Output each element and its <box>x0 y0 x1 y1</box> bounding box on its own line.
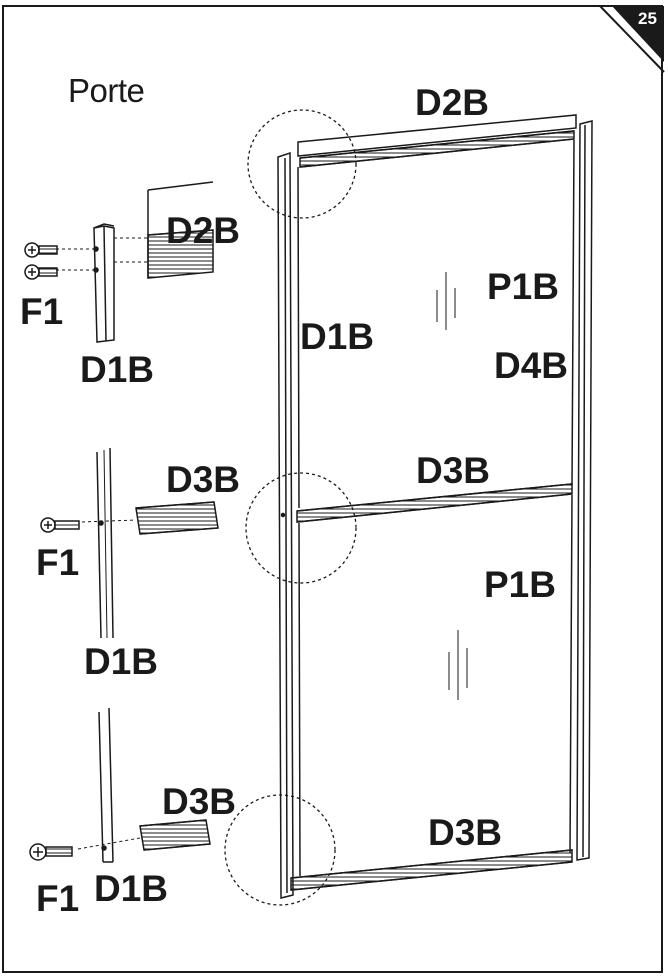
label-detail-bot-f1: F1 <box>36 878 80 919</box>
label-panel-upper-p1b: P1B <box>487 266 559 307</box>
label-detail-top-f1: F1 <box>20 291 64 332</box>
bottom-profile-d3b <box>290 849 573 891</box>
detail-circles <box>224 109 357 906</box>
label-panel-lower-p1b: P1B <box>484 564 556 605</box>
label-bottom-d3b: D3B <box>428 812 503 853</box>
screw-icon <box>40 517 80 533</box>
screw-icon <box>24 264 58 280</box>
detail-bottom <box>29 707 211 863</box>
label-door-d1b: D1B <box>300 316 375 357</box>
label-detail-mid-d1b: D1B <box>84 641 159 682</box>
door-assembly <box>277 114 593 899</box>
label-top-d2b: D2B <box>415 82 490 123</box>
screw-icon <box>24 242 58 258</box>
detail-circle-bottom <box>224 794 336 906</box>
detail-circle-middle <box>245 472 357 584</box>
label-middle-d3b: D3B <box>416 450 491 491</box>
detail-circle-top <box>247 109 357 219</box>
label-door-d4b: D4B <box>494 345 569 386</box>
page-border <box>2 5 663 973</box>
label-detail-mid-f1: F1 <box>36 542 80 583</box>
label-detail-top-d1b: D1B <box>80 349 155 390</box>
label-detail-mid-d3b: D3B <box>166 459 241 500</box>
top-profile-d2b <box>297 114 577 157</box>
page-title: Porte <box>68 72 145 109</box>
detail-middle <box>40 447 219 639</box>
page-corner-tab <box>612 6 664 62</box>
detail-top <box>24 181 214 343</box>
page-number: 25 <box>638 9 657 28</box>
label-detail-bot-d1b: D1B <box>94 868 169 909</box>
label-detail-top-d2b: D2B <box>166 210 241 251</box>
screw-icon <box>29 843 73 861</box>
label-detail-bot-d3b: D3B <box>162 781 237 822</box>
